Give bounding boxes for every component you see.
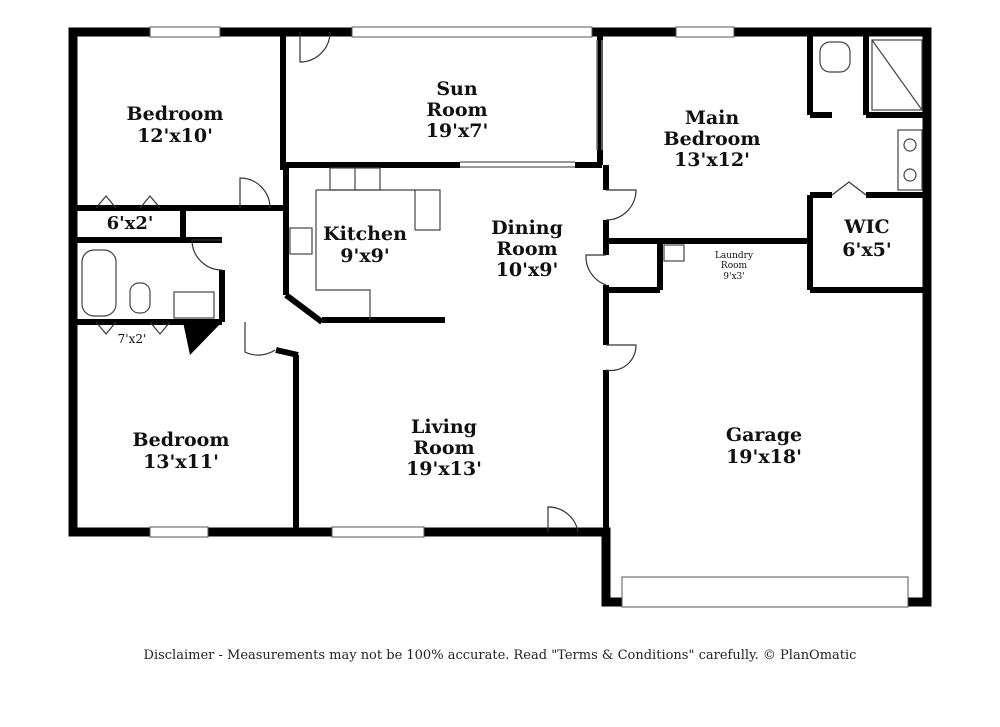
wic-label: WIC 6'x5' xyxy=(842,216,891,261)
closet-bottom-size: 7'x2' xyxy=(118,332,147,346)
bedroom-top-label: Bedroom 12'x10' xyxy=(127,103,224,147)
sliding-door xyxy=(460,40,603,168)
main-bedroom-name-line1: Main xyxy=(685,107,740,129)
bathroom-fixtures xyxy=(81,39,923,319)
windows xyxy=(149,26,909,608)
doors xyxy=(95,31,867,533)
living-name-line1: Living xyxy=(411,416,477,438)
dining-name-line2: Room xyxy=(496,238,557,260)
kitchen-label: Kitchen 9'x9' xyxy=(323,223,407,267)
living-label: Living Room 19'x13' xyxy=(406,416,482,480)
laundry-name-line2: Room xyxy=(721,261,748,271)
main-bedroom-size: 13'x12' xyxy=(674,149,750,171)
kitchen-name: Kitchen xyxy=(323,223,407,245)
garage-label: Garage 19'x18' xyxy=(726,424,802,468)
bedroom-top-name: Bedroom xyxy=(127,103,224,125)
dining-size: 10'x9' xyxy=(496,259,559,281)
sun-room-name-line1: Sun xyxy=(436,78,478,100)
kitchen-size: 9'x9' xyxy=(340,245,389,267)
bedroom-top-size: 12'x10' xyxy=(137,125,213,147)
closet-top-size: 6'x2' xyxy=(107,213,154,234)
laundry-label: Laundry Room 9'x3' xyxy=(715,251,754,282)
main-bedroom-label: Main Bedroom 13'x12' xyxy=(664,107,761,171)
wic-size: 6'x5' xyxy=(842,239,891,261)
laundry-size: 9'x3' xyxy=(723,272,744,282)
bedroom-bottom-size: 13'x11' xyxy=(143,451,219,473)
dining-name-line1: Dining xyxy=(491,217,563,239)
wic-name: WIC xyxy=(843,216,889,238)
garage-size: 19'x18' xyxy=(726,446,802,468)
bedroom-bottom-name: Bedroom xyxy=(133,429,230,451)
living-size: 19'x13' xyxy=(406,458,482,480)
bedroom-bottom-label: Bedroom 13'x11' xyxy=(133,429,230,473)
garage-name: Garage xyxy=(726,424,802,446)
sun-room-size: 19'x7' xyxy=(426,120,489,142)
laundry-name-line1: Laundry xyxy=(715,251,754,261)
dining-label: Dining Room 10'x9' xyxy=(491,217,563,281)
closet-wedge xyxy=(183,322,222,355)
main-bedroom-name-line2: Bedroom xyxy=(664,128,761,150)
living-name-line2: Room xyxy=(413,437,474,459)
disclaimer-text: Disclaimer - Measurements may not be 100… xyxy=(143,648,857,663)
sun-room-name-line2: Room xyxy=(426,99,487,121)
kitchen-fixtures xyxy=(289,167,685,320)
sun-room-label: Sun Room 19'x7' xyxy=(426,78,489,142)
